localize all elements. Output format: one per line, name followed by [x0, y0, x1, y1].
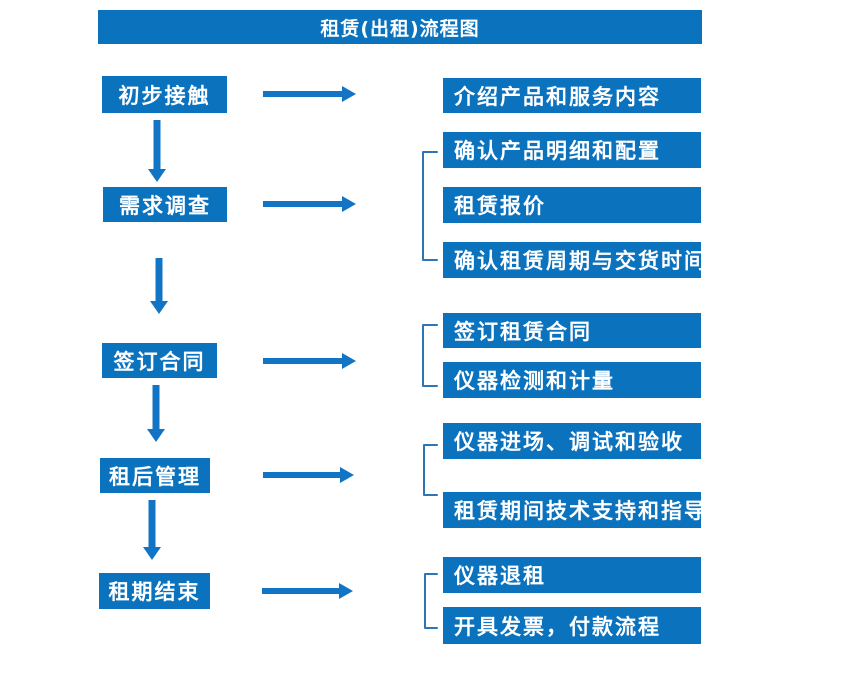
right-arrow-head-icon — [342, 353, 356, 369]
group-bracket-contract-signing — [422, 324, 438, 387]
right-arrow-head-icon — [340, 467, 354, 483]
down-arrow-head-icon — [147, 429, 165, 442]
down-arrow-3 — [147, 385, 165, 442]
right-arrow-head-icon — [339, 583, 353, 599]
group-bracket-post-rental-management — [423, 444, 438, 496]
right-arrow-head-icon — [342, 196, 356, 212]
output-box-rental-technical-support: 租赁期间技术支持和指导 — [443, 492, 705, 528]
stage-box-post-rental-management: 租后管理 — [100, 458, 210, 493]
stage-box-demand-survey: 需求调查 — [103, 187, 227, 222]
stage-box-lease-end: 租期结束 — [99, 573, 210, 609]
output-box-introduce-products-services: 介绍产品和服务内容 — [443, 78, 701, 113]
down-arrow-1 — [148, 120, 166, 182]
right-arrow-post-rental-management — [263, 467, 354, 483]
down-arrow-head-icon — [143, 547, 161, 560]
stage-box-contract-signing: 签订合同 — [102, 343, 217, 378]
down-arrow-head-icon — [150, 301, 168, 314]
group-bracket-demand-survey — [422, 151, 438, 261]
down-arrow-4 — [143, 500, 161, 560]
output-box-sign-rental-contract: 签订租赁合同 — [443, 313, 701, 348]
right-arrow-initial-contact — [263, 86, 356, 102]
output-box-confirm-rental-period-delivery: 确认租赁周期与交货时间 — [443, 242, 705, 278]
down-arrow-head-icon — [148, 169, 166, 182]
group-bracket-lease-end — [424, 573, 438, 629]
output-box-rental-quotation: 租赁报价 — [443, 187, 701, 223]
right-arrow-demand-survey — [263, 196, 356, 212]
stage-box-initial-contact: 初步接触 — [102, 76, 227, 113]
output-box-instrument-return: 仪器退租 — [443, 557, 701, 593]
right-arrow-head-icon — [342, 86, 356, 102]
output-box-confirm-product-details-config: 确认产品明细和配置 — [443, 132, 701, 168]
down-arrow-2 — [150, 258, 168, 314]
output-box-instrument-inspection-calibration: 仪器检测和计量 — [443, 362, 701, 398]
output-box-invoice-payment-process: 开具发票，付款流程 — [443, 607, 701, 644]
output-box-instrument-installation-acceptance: 仪器进场、调试和验收 — [443, 423, 701, 459]
flowchart-title: 租赁(出租)流程图 — [98, 10, 702, 44]
right-arrow-lease-end — [262, 583, 353, 599]
right-arrow-contract-signing — [263, 353, 356, 369]
